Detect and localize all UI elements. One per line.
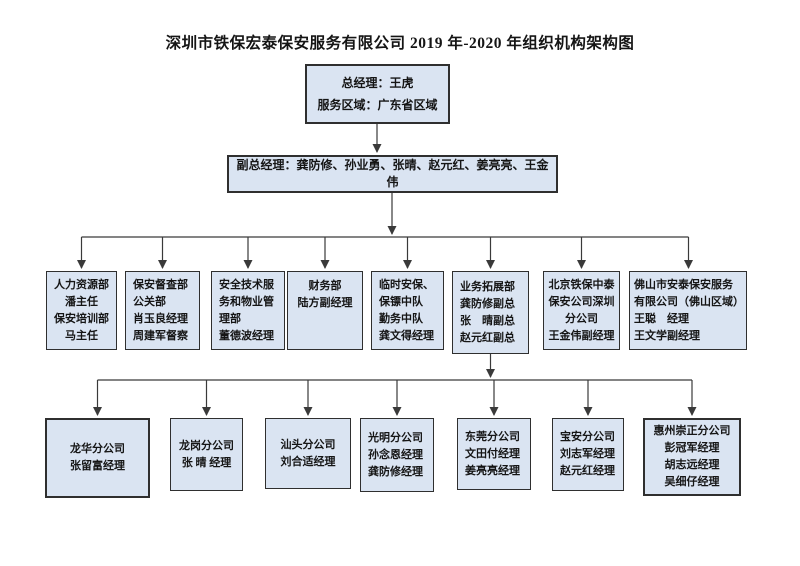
branch-longhua-box: 龙华分公司张留富经理 [45, 418, 150, 498]
general-manager-box: 总经理：王虎服务区域：广东省区域 [305, 64, 450, 124]
page-title: 深圳市铁保宏泰保安服务有限公司 2019 年-2020 年组织机构架构图 [165, 35, 635, 52]
dept-finance-box: 财务部陆方副经理 [287, 271, 363, 350]
branch-dongguan-box: 东莞分公司文田付经理姜亮亮经理 [457, 418, 531, 490]
branch-huizhou-chongzheng-box: 惠州崇正分公司彭冠军经理胡志远经理吴细仔经理 [643, 418, 741, 496]
dept-foshan-antai-box: 佛山市安泰保安服务有限公司（佛山区域）王聪 经理王文学副经理 [629, 271, 747, 350]
deputy-general-managers-box: 副总经理：龚防修、孙业勇、张晴、赵元红、姜亮亮、王金伟 [227, 155, 558, 193]
dept-business-development-box: 业务拓展部龚防修副总张 晴副总赵元红副总 [452, 271, 529, 354]
dept-tech-property-management-box: 安全技术服务和物业管理部董德波经理 [211, 271, 285, 350]
branch-baoan-box: 宝安分公司刘志军经理赵元红经理 [552, 418, 624, 491]
dept-temp-security-squads-box: 临时安保、保镖中队勤务中队龚文得经理 [371, 271, 444, 350]
branch-shantou-box: 汕头分公司刘合适经理 [265, 418, 351, 489]
branch-longgang-box: 龙岗分公司张 晴 经理 [170, 418, 243, 491]
branch-guangming-box: 光明分公司孙念恩经理龚防修经理 [360, 418, 434, 492]
dept-security-supervision-box: 保安督查部公关部肖玉良经理周建军督察 [125, 271, 200, 350]
dept-beijing-tiebao-shenzhen-box: 北京铁保中泰保安公司深圳分公司王金伟副经理 [543, 271, 620, 350]
dept-human-resources-box: 人力资源部潘主任保安培训部马主任 [46, 271, 117, 350]
